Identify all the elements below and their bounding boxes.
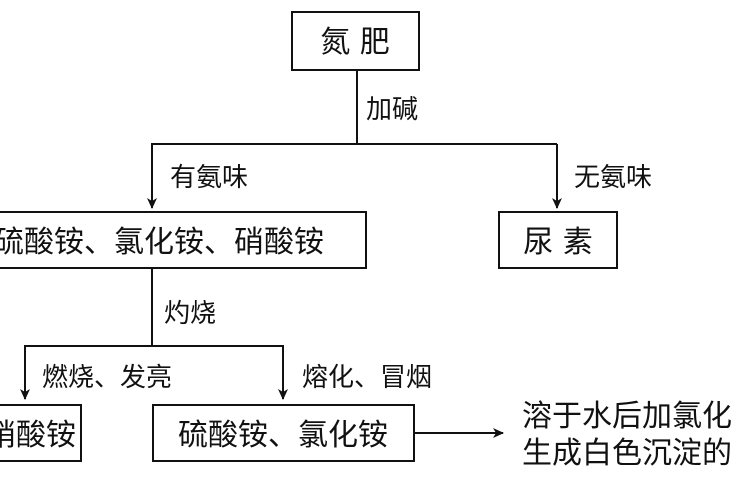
- edge-label-ignite: 灼烧: [164, 299, 216, 329]
- node-box-urea: [498, 211, 618, 269]
- node-urea: 尿 素: [523, 225, 593, 260]
- edge-label-melts-smokes: 熔化、冒烟: [302, 363, 432, 393]
- node-box-group-three: [0, 211, 367, 269]
- edge-label-burns-bright: 燃烧、发亮: [42, 363, 172, 393]
- node-ammonium-nitrate: 硝酸铵: [0, 418, 76, 453]
- result-line-1: 溶于水后加氯化: [522, 399, 732, 434]
- edge-label-no-ammonia-smell: 无氨味: [574, 163, 652, 193]
- edge-label-add-alkali: 加碱: [366, 95, 418, 125]
- node-box-ammonium-fertilizer: [291, 11, 420, 71]
- node-group-two: 硫酸铵、氯化铵: [178, 418, 388, 453]
- result-line-2: 生成白色沉淀的: [522, 436, 732, 471]
- node-box-group-two: [152, 404, 415, 462]
- edge-label-ammonia-smell: 有氨味: [170, 163, 248, 193]
- node-ammonium-fertilizer: 氮 肥: [320, 25, 390, 60]
- node-group-three: 硫酸铵、氯化铵、硝酸铵: [0, 225, 324, 260]
- node-box-ammonium-nitrate: [0, 404, 82, 462]
